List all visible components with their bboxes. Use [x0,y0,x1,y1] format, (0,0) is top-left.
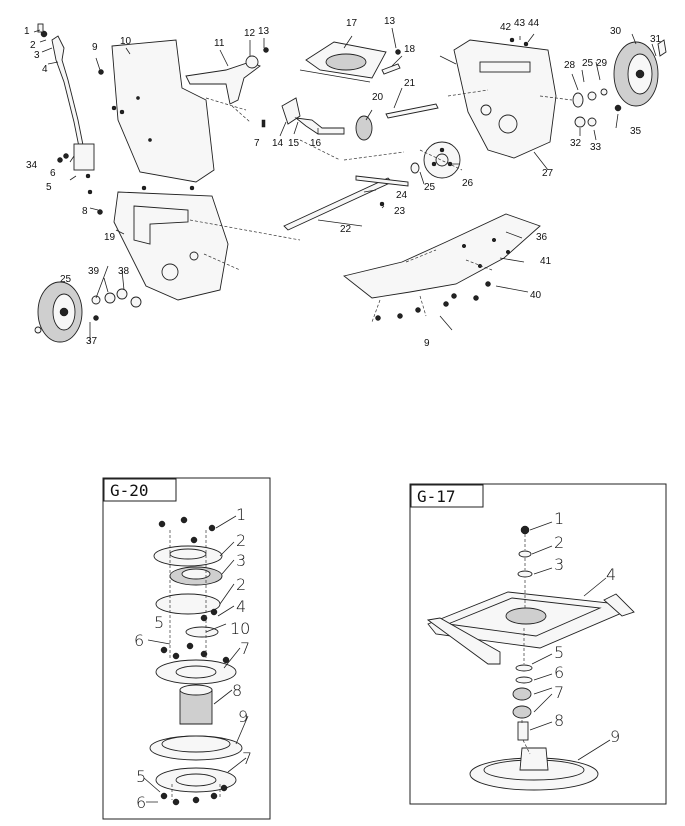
callout-16: 16 [310,138,322,149]
g20-parts [149,516,243,806]
callout-13a: 13 [258,26,270,37]
callout-1: 1 [24,26,30,37]
callout-26: 26 [462,178,474,189]
callout-25a: 25 [424,182,436,193]
callout-23: 23 [394,206,406,217]
callout-3: 3 [34,50,40,61]
g20-callout-1: 1 [236,505,246,524]
callout-28: 28 [564,60,576,71]
callout-2: 2 [30,40,36,51]
callout-17: 17 [346,18,358,29]
g20-callout-5b: 5 [136,767,146,786]
inset-g17-frame [409,483,667,805]
g17-callout-4: 4 [606,565,616,584]
hex-shaft-21 [385,103,439,119]
shift-arm [185,61,261,105]
callout-12: 12 [244,28,256,39]
main-callouts: 1 2 3 4 5 6 7 8 9 10 11 12 13 13 14 15 1… [24,16,662,349]
callout-5: 5 [46,182,52,193]
g20-callout-8: 8 [232,681,242,700]
left-side-plate-19 [113,191,229,301]
callout-36: 36 [536,232,548,243]
inset-g20-frame [102,477,271,820]
g20-callout-10: 10 [230,619,250,638]
callout-18: 18 [404,44,416,55]
right-side-plate-27 [453,39,557,159]
callout-30: 30 [610,26,622,37]
callout-42: 42 [500,22,512,33]
callout-35: 35 [630,126,642,137]
g20-callout-6a: 6 [134,631,144,650]
callout-39: 39 [88,266,100,277]
shift-lever [51,35,85,153]
callout-10: 10 [120,36,132,47]
axle-22 [283,177,393,231]
g17-callout-5: 5 [554,643,564,662]
callout-32: 32 [570,138,582,149]
g20-callout-4: 4 [236,597,246,616]
callout-34: 34 [26,160,38,171]
cover-panel-10 [111,39,215,183]
callout-40: 40 [530,290,542,301]
callout-41: 41 [540,256,552,267]
g17-callout-9: 9 [610,727,620,746]
callout-15: 15 [288,138,300,149]
g17-callout-7: 7 [554,683,564,702]
callout-8: 8 [82,206,88,217]
callout-4: 4 [42,64,48,75]
callout-25c: 25 [60,274,72,285]
skid-plate-36 [342,213,541,299]
callout-6: 6 [50,168,56,179]
g17-callout-3: 3 [554,555,564,574]
lever-bracket [73,143,95,171]
callout-31: 31 [650,34,662,45]
callout-11: 11 [214,38,225,49]
callout-19: 19 [104,232,116,243]
callout-44: 44 [528,18,540,29]
inset-g20: G-20 1 [102,477,271,820]
callout-7: 7 [254,138,260,149]
callout-9: 9 [92,42,98,53]
friction-pulley-20 [355,115,373,141]
g17-callout-8: 8 [554,711,564,730]
g17-parts [426,525,635,791]
inset-g17-title-box [410,484,484,508]
g20-callout-3: 3 [236,551,246,570]
inset-g20-title: G-20 [110,481,149,500]
callout-29: 29 [596,58,608,69]
g20-callout-6b: 6 [136,793,146,812]
g20-callout-5a: 5 [154,613,164,632]
g17-callout-2: 2 [554,533,564,552]
callout-9-bottom: 9 [424,338,430,349]
inset-g17-title: G-17 [417,487,456,506]
inset-g20-title-box [103,478,177,502]
callout-33: 33 [590,142,602,153]
callout-38: 38 [118,266,130,277]
g20-callout-2a: 2 [236,531,246,550]
callout-21: 21 [404,78,416,89]
callout-22: 22 [340,224,352,235]
g20-callout-9: 9 [238,707,248,726]
callout-27: 27 [542,168,554,179]
main-exploded-view [33,23,667,343]
callout-14: 14 [272,138,284,149]
callout-43: 43 [514,18,526,29]
g17-callout-6: 6 [554,663,564,682]
callout-37: 37 [86,336,98,347]
g17-callout-1: 1 [554,509,564,528]
callout-13b: 13 [384,16,396,27]
g20-callout-7a: 7 [240,639,250,658]
callout-20: 20 [372,92,384,103]
callout-24: 24 [396,190,408,201]
inset-g17: G-17 1 2 3 4 5 6 7 8 9 [409,483,667,805]
g20-callout-2b: 2 [236,575,246,594]
g20-callout-7b: 7 [242,749,252,768]
callout-25b: 25 [582,58,594,69]
